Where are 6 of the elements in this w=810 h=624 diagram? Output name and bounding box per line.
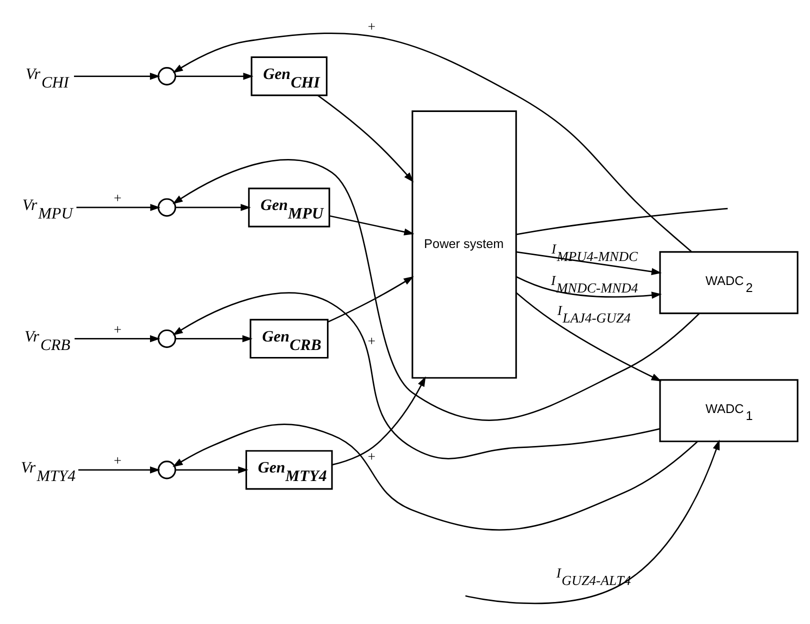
- edge-label: +: [112, 452, 122, 468]
- edge-label: +: [112, 321, 122, 336]
- edge-label: +: [366, 332, 376, 348]
- edge-label: +: [366, 18, 376, 34]
- edge-label: +: [112, 190, 122, 206]
- edge-label: +: [366, 448, 376, 464]
